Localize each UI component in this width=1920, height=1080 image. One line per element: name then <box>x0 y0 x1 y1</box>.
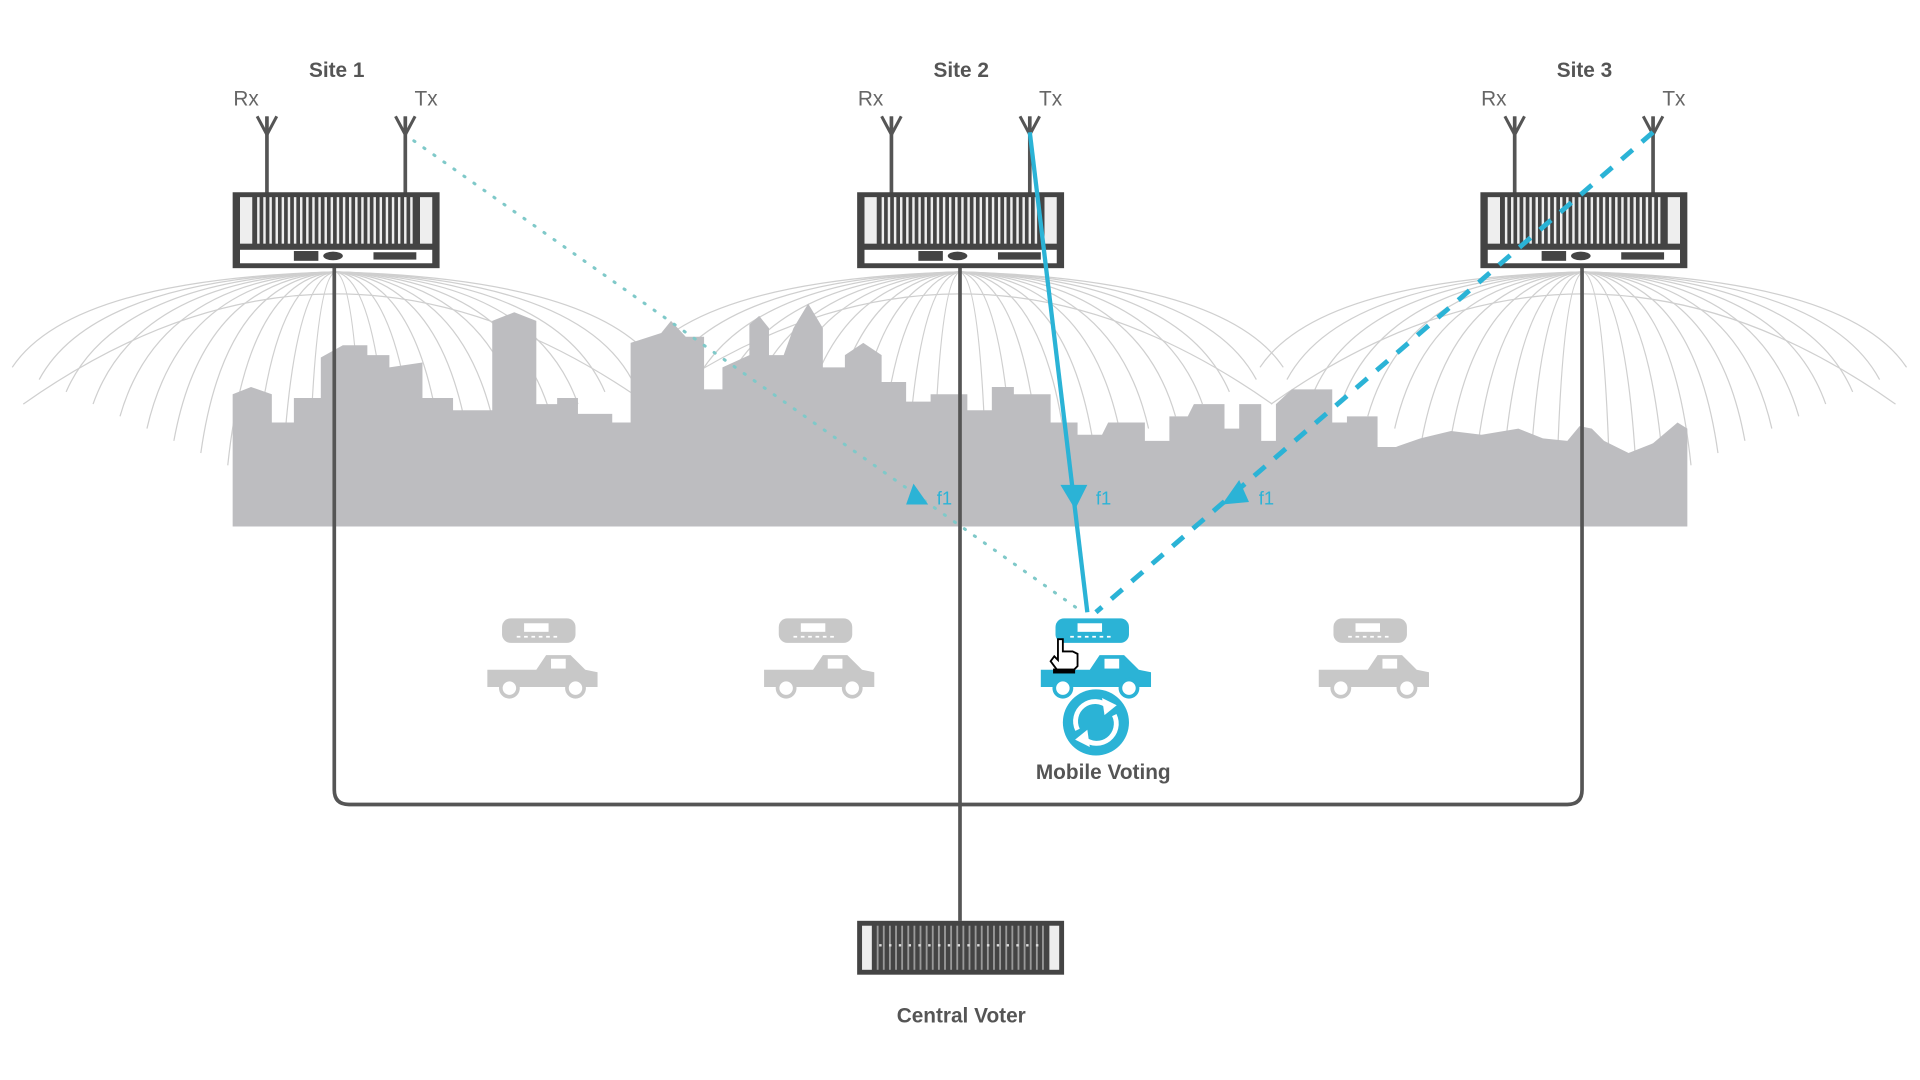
repeater-rack <box>1480 192 1688 269</box>
central-voter-device <box>857 920 1065 975</box>
tx-label: Tx <box>1662 87 1686 110</box>
rx-label: Rx <box>233 87 259 110</box>
signal-site-1: f1 <box>412 139 1080 611</box>
vehicle-2 <box>762 617 877 699</box>
antenna-icon <box>1641 115 1665 194</box>
repeater-rack <box>857 192 1065 269</box>
signal-label: f1 <box>1096 487 1111 508</box>
antenna-icon <box>880 115 903 194</box>
rx-label: Rx <box>858 87 884 110</box>
arrow-icon <box>1060 484 1088 510</box>
arrow-icon <box>906 483 929 505</box>
signal-site-3: f1 <box>1094 130 1655 615</box>
antenna-icon <box>255 115 279 194</box>
central-voter-label: Central Voter <box>897 1004 1026 1027</box>
rx-label: Rx <box>1481 87 1507 110</box>
site-label: Site 3 <box>1557 59 1612 82</box>
site-3: Site 3 Rx Tx <box>1480 59 1688 269</box>
antenna-icon <box>1503 115 1526 194</box>
mobile-voting-label: Mobile Voting <box>1036 761 1171 784</box>
vehicle-4 <box>1316 617 1431 699</box>
vehicle-1 <box>485 617 600 699</box>
signal-label: f1 <box>1259 487 1274 508</box>
tx-label: Tx <box>415 87 439 110</box>
hand-cursor-icon <box>1049 638 1079 674</box>
site-label: Site 1 <box>309 59 365 82</box>
mobile-voting-icon <box>1062 689 1129 756</box>
antenna-icon <box>394 115 417 194</box>
signal-site-2: f1 <box>1027 131 1111 613</box>
arrow-icon <box>1222 480 1249 505</box>
repeater-rack <box>232 192 440 269</box>
backhaul-links <box>332 266 1584 921</box>
tx-label: Tx <box>1039 87 1063 110</box>
signal-label: f1 <box>937 487 952 508</box>
site-1: Site 1 Rx Tx <box>232 59 440 269</box>
site-label: Site 2 <box>933 59 988 82</box>
